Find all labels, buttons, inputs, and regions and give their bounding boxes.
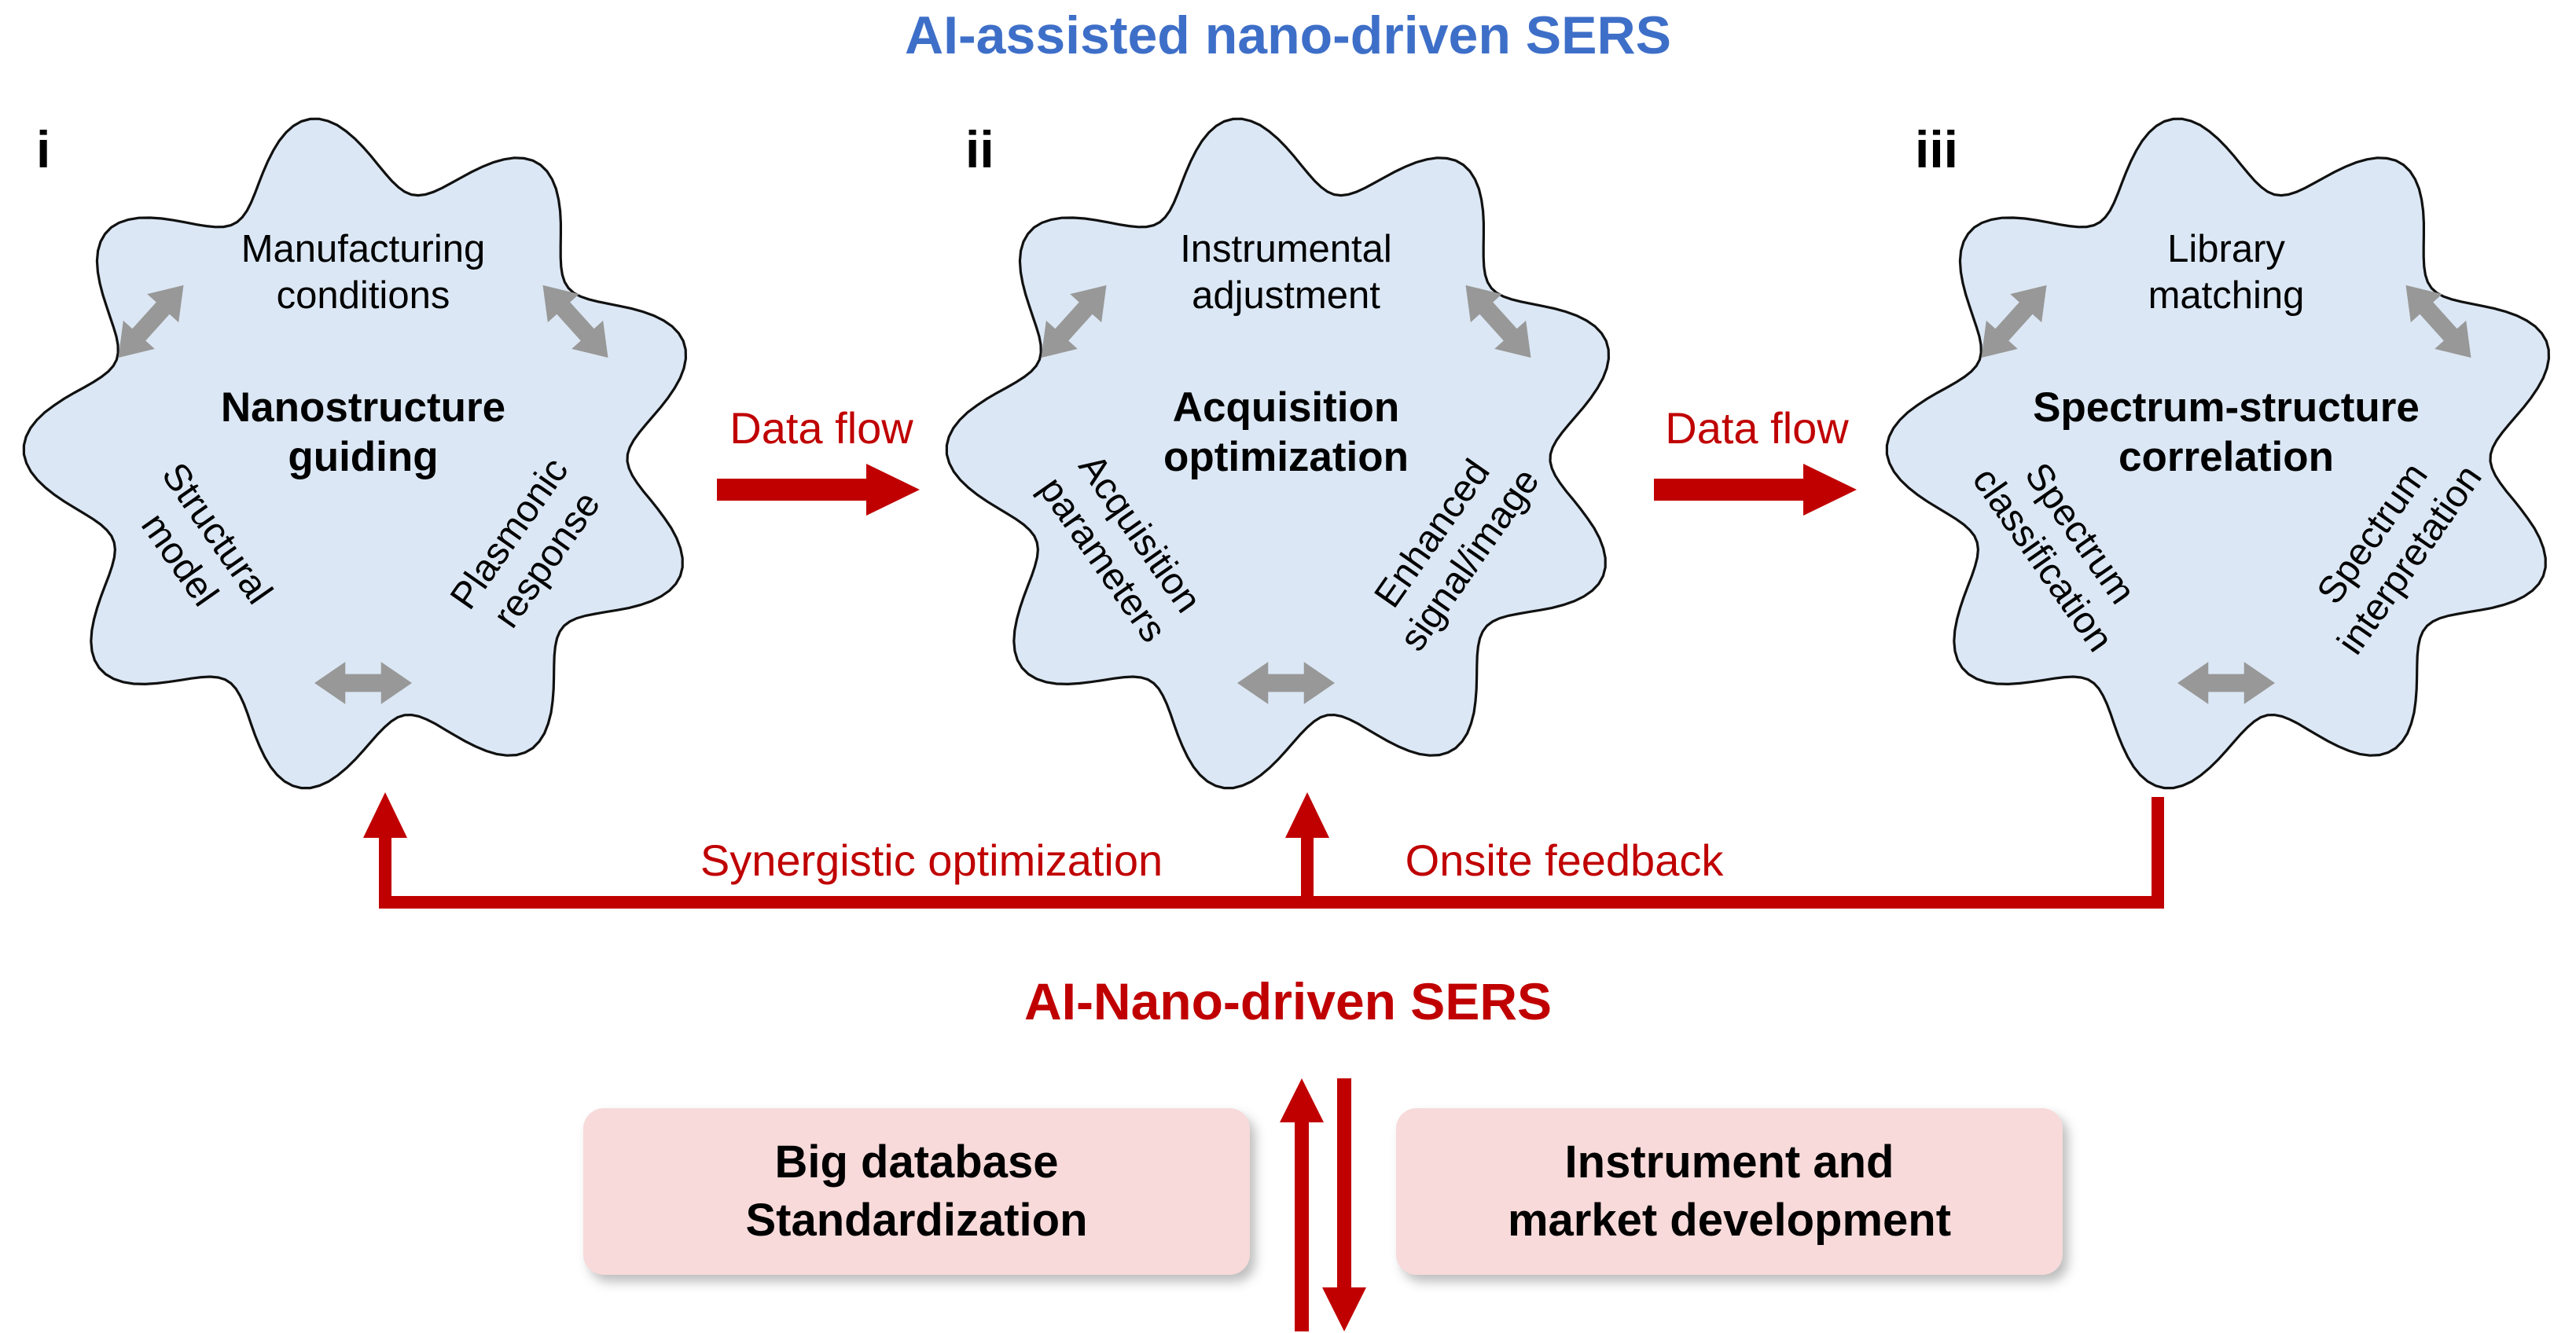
double-arrow-shape — [542, 285, 608, 358]
data-flow-arrow-left-icon — [717, 464, 920, 516]
double-arrow-shape — [1981, 285, 2047, 358]
up-down-arrows-icon — [1280, 1078, 1366, 1331]
double-arrow-shape — [1465, 285, 1531, 358]
onsite-feedback-label: Onsite feedback — [1405, 835, 1724, 885]
up-arrowhead — [1280, 1078, 1324, 1122]
gear-i-numeral: i — [36, 120, 51, 178]
gear-blob-icon — [945, 117, 1611, 790]
double-arrow-shape — [314, 662, 412, 704]
up-arrow-shaft — [1295, 1118, 1309, 1331]
double-arrow-shape — [2405, 285, 2471, 358]
gear-blob-icon — [1885, 117, 2551, 790]
double-arrow-bottom-icon — [2177, 662, 2275, 704]
gear-iii-top-label: Library matching — [2148, 228, 2305, 317]
double-arrow-top-left-icon — [1041, 285, 1107, 358]
synergistic-optimization-label: Synergistic optimization — [700, 835, 1163, 885]
big-database-box: Big database Standardization — [583, 1108, 1250, 1275]
gear-ii-numeral: ii — [965, 120, 994, 178]
data-flow-label-right: Data flow — [1665, 403, 1849, 453]
double-arrow-top-left-icon — [1981, 285, 2047, 358]
gear-blob-shape — [945, 117, 1611, 790]
down-arrow-shaft — [1337, 1078, 1351, 1292]
double-arrow-shape — [118, 285, 184, 358]
gear-blob-icon — [22, 117, 688, 790]
gear-iii-numeral: iii — [1915, 120, 1959, 178]
double-arrow-shape — [1041, 285, 1107, 358]
double-arrow-top-right-icon — [1465, 285, 1531, 358]
gear-iii-center-label: Spectrum-structure correlation — [2033, 384, 2420, 480]
gear-i-top-label: Manufacturing conditions — [241, 228, 486, 317]
gear-ii-top-label: Instrumental adjustment — [1180, 228, 1392, 317]
double-arrow-bottom-icon — [314, 662, 412, 704]
figure-title: AI-assisted nano-driven SERS — [905, 6, 1671, 65]
right-arrow-shape — [1654, 464, 1857, 516]
gear-i-center-label: Nanostructure guiding — [220, 384, 506, 480]
down-arrowhead — [1322, 1287, 1366, 1331]
instrument-market-box: Instrument and market development — [1396, 1108, 2063, 1275]
double-arrow-bottom-icon — [1237, 662, 1335, 704]
gear-blob-shape — [1885, 117, 2551, 790]
right-arrow-shape — [717, 464, 920, 516]
double-arrow-shape — [2177, 662, 2275, 704]
double-arrow-top-right-icon — [542, 285, 608, 358]
gear-ii: Instrumental adjustment Acquisition opti… — [940, 108, 1632, 800]
gear-iii: Library matching Spectrum-structure corr… — [1880, 108, 2572, 800]
gear-i: Manufacturing conditions Nanostructure g… — [17, 108, 709, 800]
double-arrow-shape — [1237, 662, 1335, 704]
double-arrow-top-right-icon — [2405, 285, 2471, 358]
double-arrow-top-left-icon — [118, 285, 184, 358]
gear-ii-center-label: Acquisition optimization — [1163, 384, 1409, 480]
gear-blob-shape — [22, 117, 688, 790]
data-flow-arrow-right-icon — [1654, 464, 1857, 516]
figure-subtitle: AI-Nano-driven SERS — [1023, 972, 1553, 1030]
data-flow-label-left: Data flow — [729, 403, 913, 453]
